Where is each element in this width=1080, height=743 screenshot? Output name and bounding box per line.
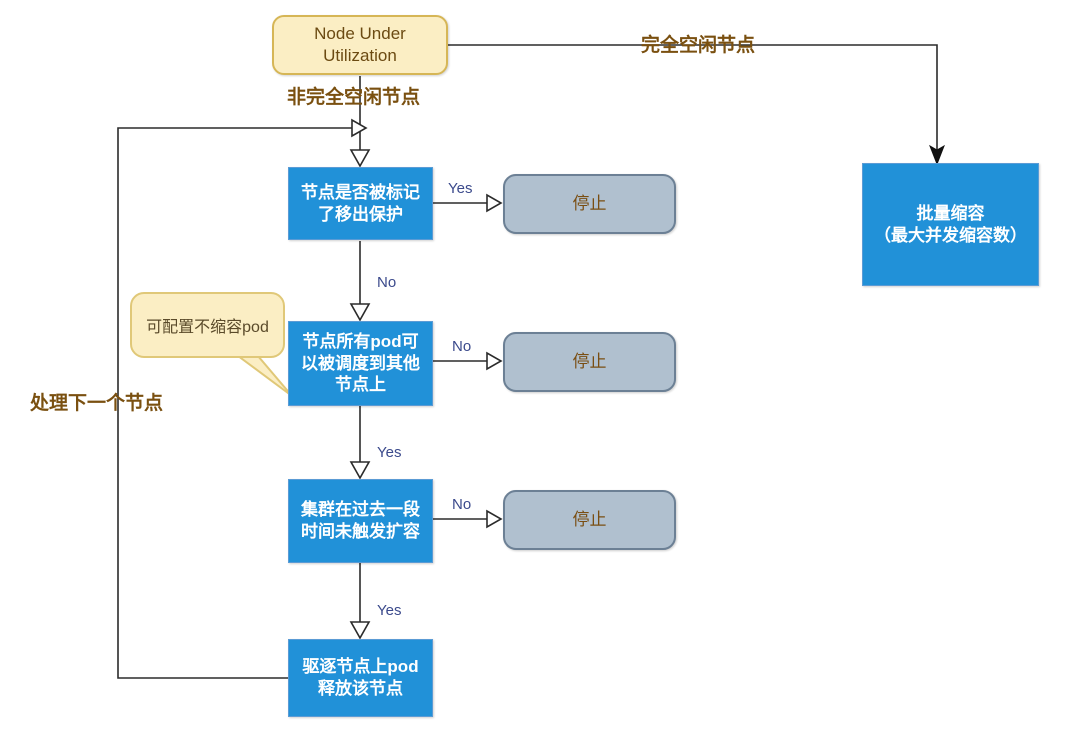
node-start-line1: Node Under (314, 24, 406, 44)
node-decision3-line1: 集群在过去一段 (301, 500, 420, 520)
node-decision2-line2: 以被调度到其他 (301, 353, 420, 373)
edge-label-decision2-no: No (452, 338, 472, 355)
edge-label-decision3-no: No (452, 496, 472, 513)
edge-start-to-batch-arrowhead (929, 144, 945, 166)
edge-decision1-yes-arrowhead (486, 193, 503, 213)
edge-label-decision2-yes: Yes (377, 444, 402, 461)
edge-decision3-no-arrowhead (486, 509, 503, 529)
node-action-evict-pods[interactable]: 驱逐节点上pod 释放该节点 (288, 639, 433, 717)
edge-label-fully-idle: 完全空闲节点 (641, 35, 756, 56)
edge-label-not-fully-idle: 非完全空闲节点 (287, 87, 421, 108)
node-start-node-under-utilization[interactable]: Node Under Utilization (272, 15, 448, 75)
edge-start-to-decision1-arrowhead (349, 149, 371, 168)
edge-decision3-yes-arrowhead (349, 621, 371, 640)
edge-decision2-no-arrowhead (486, 351, 503, 371)
edge-start-to-batch (447, 44, 938, 152)
node-stop-3-label: 停止 (572, 510, 607, 530)
edge-decision2-yes-arrowhead (349, 461, 371, 480)
node-decision1-line2: 了移出保护 (318, 204, 403, 224)
node-decision1-line1: 节点是否被标记 (301, 182, 420, 202)
edge-decision1-no-arrowhead (349, 303, 371, 322)
node-batch-line1: 批量缩容 (916, 203, 985, 223)
edge-label-decision1-yes: Yes (448, 180, 473, 197)
node-stop-2[interactable]: 停止 (503, 332, 676, 392)
callout-label: 可配置不缩容pod (146, 319, 269, 336)
node-decision-removal-protection[interactable]: 节点是否被标记 了移出保护 (288, 167, 433, 240)
node-stop-1[interactable]: 停止 (503, 174, 676, 234)
callout-configurable-no-scaledown-pod[interactable]: 可配置不缩容pod (130, 292, 285, 358)
edge-label-next-node: 处理下一个节点 (30, 393, 164, 414)
node-decision2-line3: 节点上 (335, 375, 386, 395)
edge-label-decision1-no: No (377, 274, 397, 291)
node-decision-no-recent-scaleup[interactable]: 集群在过去一段 时间未触发扩容 (288, 479, 433, 563)
node-stop-3[interactable]: 停止 (503, 490, 676, 550)
node-start-line2: Utilization (323, 46, 397, 65)
node-evict-line2: 释放该节点 (318, 679, 403, 698)
node-evict-line1: 驱逐节点上pod (302, 657, 419, 677)
node-stop-2-label: 停止 (572, 352, 607, 372)
node-stop-1-label: 停止 (572, 194, 607, 214)
node-decision-pods-reschedulable[interactable]: 节点所有pod可 以被调度到其他 节点上 (288, 321, 433, 406)
edge-loopback-arrowhead (351, 118, 368, 138)
node-decision3-line2: 时间未触发扩容 (301, 522, 420, 541)
node-batch-line2: （最大并发缩容数） (874, 225, 1027, 245)
node-decision2-line1: 节点所有pod可 (302, 331, 419, 351)
edge-label-decision3-yes: Yes (377, 602, 402, 619)
node-batch-scaledown[interactable]: 批量缩容 （最大并发缩容数） (862, 163, 1039, 286)
